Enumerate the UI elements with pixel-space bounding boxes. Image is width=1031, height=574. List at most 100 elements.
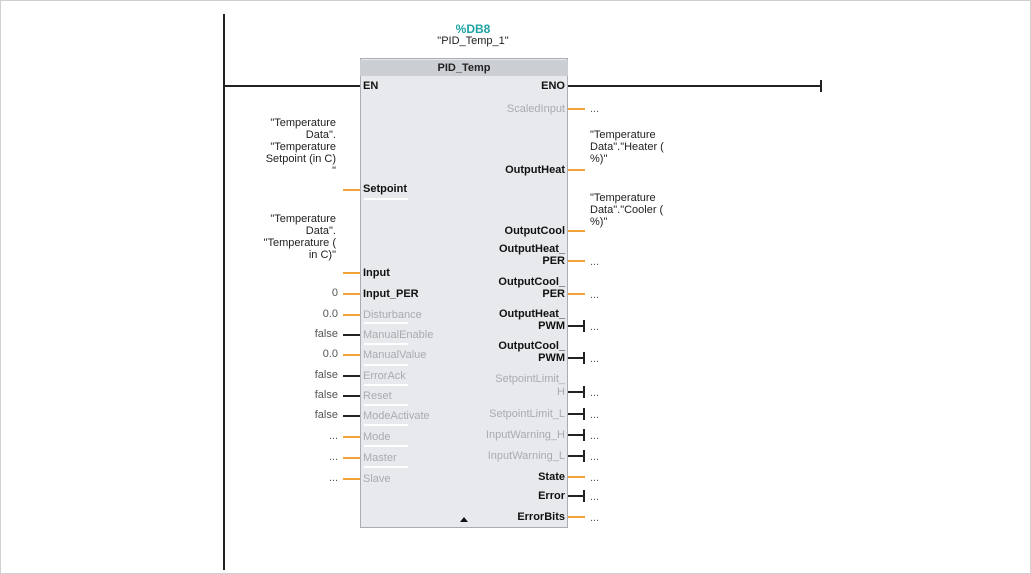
pin-output-cool-pwm-line2[interactable]: PWM: [538, 352, 565, 364]
pin-input[interactable]: Input: [363, 267, 390, 279]
setpoint-limit-l-end: [583, 408, 585, 420]
eno-wire-end: [820, 80, 822, 92]
error-bits-value[interactable]: ...: [590, 512, 600, 524]
pin-setpoint[interactable]: Setpoint: [363, 183, 407, 195]
pin-en[interactable]: EN: [363, 80, 379, 92]
pin-input-warning-h[interactable]: InputWarning_H: [485, 429, 565, 441]
input-warning-h-connector: [568, 434, 585, 436]
input-warning-h-value[interactable]: ...: [590, 430, 600, 442]
input-per-connector: [343, 293, 360, 295]
pin-setpoint-limit-h-line1[interactable]: SetpointLimit_: [495, 373, 565, 385]
setpoint-limit-h-end: [583, 386, 585, 398]
pin-output-cool[interactable]: OutputCool: [504, 225, 565, 237]
pin-manual-value[interactable]: ManualValue: [363, 349, 427, 361]
pin-reset[interactable]: Reset: [363, 390, 392, 402]
pin-underline: [364, 364, 408, 366]
output-heat-connector: [568, 169, 585, 171]
pin-input-warning-l[interactable]: InputWarning_L: [487, 450, 565, 462]
output-heat-tag[interactable]: "Temperature Data"."Heater ( %)": [590, 129, 664, 165]
block-type-title: PID_Temp: [360, 60, 568, 76]
collapse-arrow-icon[interactable]: [460, 517, 468, 522]
pin-error[interactable]: Error: [538, 490, 565, 502]
mode-activate-connector: [343, 415, 360, 417]
output-cool-tag[interactable]: "Temperature Data"."Cooler ( %)": [590, 192, 664, 228]
setpoint-limit-h-value[interactable]: ...: [590, 387, 600, 399]
output-heat-pwm-connector: [568, 325, 585, 327]
instance-db-name[interactable]: "PID_Temp_1": [437, 35, 509, 47]
output-cool-per-value[interactable]: ...: [590, 289, 600, 301]
pin-underline: [364, 198, 408, 200]
pin-output-heat-pwm-line1[interactable]: OutputHeat_: [499, 308, 565, 320]
pin-setpoint-limit-l[interactable]: SetpointLimit_L: [489, 408, 565, 420]
pin-setpoint-limit-h-line2[interactable]: H: [557, 386, 565, 398]
reset-connector: [343, 395, 360, 397]
pin-error-ack[interactable]: ErrorAck: [363, 370, 406, 382]
error-value[interactable]: ...: [590, 491, 600, 503]
pin-output-cool-per-line2[interactable]: PER: [542, 288, 565, 300]
pin-output-heat[interactable]: OutputHeat: [505, 164, 565, 176]
output-cool-per-connector: [568, 293, 585, 295]
pin-mode-activate[interactable]: ModeActivate: [363, 410, 430, 422]
setpoint-limit-l-connector: [568, 413, 585, 415]
pin-underline: [364, 445, 408, 447]
scaled-input-connector: [568, 108, 585, 110]
output-heat-pwm-value[interactable]: ...: [590, 321, 600, 333]
error-ack-connector: [343, 375, 360, 377]
error-end: [583, 490, 585, 502]
pin-output-cool-pwm-line1[interactable]: OutputCool_: [498, 340, 565, 352]
input-warning-h-end: [583, 429, 585, 441]
input-per-value[interactable]: 0: [331, 287, 338, 299]
pin-input-per[interactable]: Input_PER: [363, 288, 419, 300]
pin-scaled-input[interactable]: ScaledInput: [506, 103, 565, 115]
reset-value[interactable]: false: [314, 389, 338, 401]
manual-value-connector: [343, 354, 360, 356]
pin-mode[interactable]: Mode: [363, 431, 391, 443]
pin-manual-enable[interactable]: ManualEnable: [363, 329, 434, 341]
manual-value-value[interactable]: 0.0: [322, 348, 338, 360]
output-cool-pwm-end: [583, 352, 585, 364]
pin-underline: [364, 384, 408, 386]
input-warning-l-end: [583, 450, 585, 462]
eno-wire[interactable]: [568, 85, 822, 87]
pin-error-bits[interactable]: ErrorBits: [517, 511, 565, 523]
output-heat-per-connector: [568, 260, 585, 262]
pin-output-heat-per-line1[interactable]: OutputHeat_: [499, 243, 565, 255]
instance-db-number[interactable]: %DB8: [455, 22, 491, 36]
setpoint-tag[interactable]: "Temperature Data". "Temperature Setpoin…: [265, 117, 336, 177]
pin-underline: [364, 404, 408, 406]
pin-master[interactable]: Master: [363, 452, 397, 464]
output-heat-pwm-end: [583, 320, 585, 332]
pin-underline: [364, 424, 408, 426]
pin-eno[interactable]: ENO: [541, 80, 565, 92]
pin-disturbance[interactable]: Disturbance: [363, 309, 422, 321]
pin-slave[interactable]: Slave: [363, 473, 391, 485]
output-cool-pwm-value[interactable]: ...: [590, 353, 600, 365]
pin-state[interactable]: State: [538, 471, 565, 483]
pin-underline: [364, 466, 408, 468]
manual-enable-value[interactable]: false: [314, 328, 338, 340]
output-cool-connector: [568, 230, 585, 232]
pid-temp-block[interactable]: [360, 58, 568, 528]
slave-connector: [343, 478, 360, 480]
error-bits-connector: [568, 516, 585, 518]
master-value[interactable]: ...: [328, 451, 338, 463]
pin-output-heat-per-line2[interactable]: PER: [542, 255, 565, 267]
pin-output-cool-per-line1[interactable]: OutputCool_: [498, 276, 565, 288]
output-heat-per-value[interactable]: ...: [590, 256, 600, 268]
pin-output-heat-pwm-line2[interactable]: PWM: [538, 320, 565, 332]
setpoint-limit-h-connector: [568, 391, 585, 393]
en-wire[interactable]: [225, 85, 360, 87]
error-connector: [568, 495, 585, 497]
input-connector: [343, 272, 360, 274]
mode-value[interactable]: ...: [328, 430, 338, 442]
input-tag[interactable]: "Temperature Data". "Temperature ( in C)…: [263, 213, 336, 261]
input-warning-l-value[interactable]: ...: [590, 451, 600, 463]
setpoint-limit-l-value[interactable]: ...: [590, 409, 600, 421]
slave-value[interactable]: ...: [328, 472, 338, 484]
scaled-input-value[interactable]: ...: [590, 103, 600, 115]
disturbance-value[interactable]: 0.0: [322, 308, 338, 320]
master-connector: [343, 457, 360, 459]
mode-activate-value[interactable]: false: [314, 409, 338, 421]
state-value[interactable]: ...: [590, 472, 600, 484]
error-ack-value[interactable]: false: [314, 369, 338, 381]
